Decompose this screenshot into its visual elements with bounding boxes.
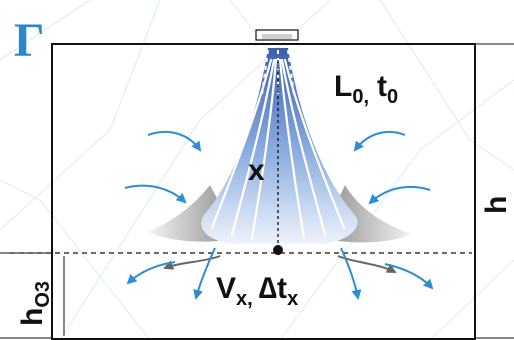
outflow-arrow-icon xyxy=(126,247,434,300)
t-subscript: 0 xyxy=(387,86,398,108)
panel-label: Г xyxy=(14,14,45,67)
measurement-point xyxy=(273,245,283,255)
height-label: h xyxy=(480,196,513,214)
l-subscript: 0, xyxy=(352,86,369,108)
overflow-height-label: hO3 xyxy=(16,281,54,326)
jet-streamlines xyxy=(210,58,346,240)
vessel-frame xyxy=(51,43,476,340)
dimension-lines xyxy=(0,43,514,339)
inflow-arrow-icon xyxy=(124,131,431,205)
axis-x-label: x xyxy=(248,154,265,187)
hoz-symbol: h xyxy=(16,308,49,326)
hoz-subscript: O3 xyxy=(32,281,54,308)
v-subscript: x, xyxy=(236,288,253,310)
jet-cone xyxy=(201,48,358,244)
t-symbol: t xyxy=(377,70,387,103)
l-symbol: L xyxy=(334,70,352,103)
dt-symbol: ∆t xyxy=(259,272,287,305)
nozzle-icon xyxy=(255,29,299,41)
point-params-label: Vx, ∆tx xyxy=(216,272,298,310)
v-symbol: V xyxy=(216,272,236,305)
inflow-params-label: L0, t0 xyxy=(334,70,398,108)
dt-subscript: x xyxy=(287,288,298,310)
